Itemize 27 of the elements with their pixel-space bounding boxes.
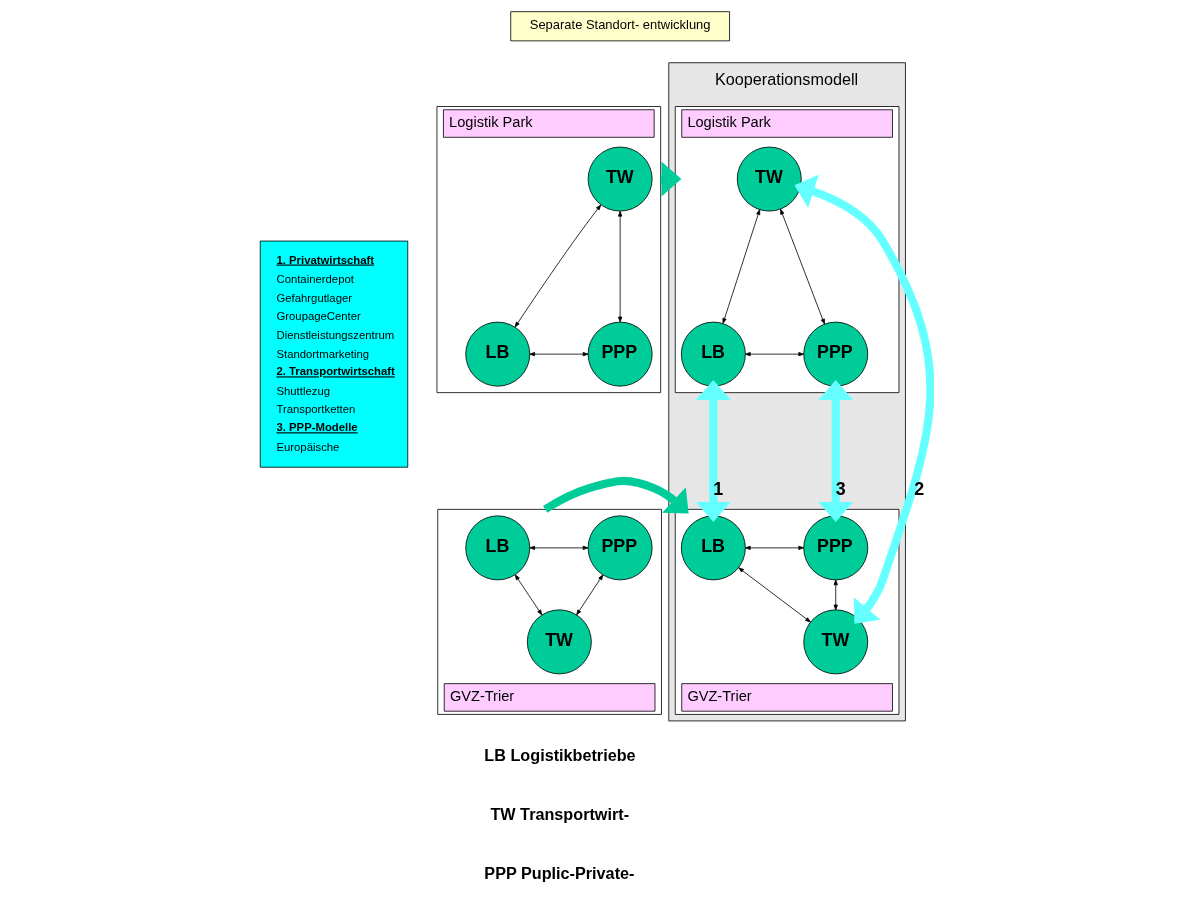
label: LB Logistikbetriebe [483,745,636,764]
label: TW Transportwirt- [489,804,629,823]
node-circle: TW [736,146,802,212]
node-box: 1. Privatwirtschaft Containerdepot Gefahrgutlager GroupageCenter Dienstleistungszentrum Standortmarketing 2. Transportwirtschaft Shuttlezug Transportketten 3. PPP-Modelle Europäische [259,240,408,468]
node-box: Separate Standort- entwicklung [509,11,730,42]
arrow [833,579,838,611]
arrow [542,476,689,514]
arrow [744,545,804,550]
arrow [695,380,731,522]
node-circle: LB [680,321,746,387]
arrow [779,208,825,325]
arrow [514,204,601,328]
node-circle: PPP [587,321,653,387]
arrow [744,352,804,357]
arrow [528,352,588,357]
arrow [817,380,853,522]
arrow [528,545,588,550]
arrow [575,574,603,616]
edge-label: 2 [913,479,924,500]
label: PPP Puplic-Private- [483,863,634,882]
node-circle: PPP [802,515,868,581]
arrow [514,574,542,616]
arrow [793,174,934,624]
arrow [617,210,622,323]
arrow [722,209,760,324]
arrow [737,567,811,623]
node-circle: PPP [802,321,868,387]
